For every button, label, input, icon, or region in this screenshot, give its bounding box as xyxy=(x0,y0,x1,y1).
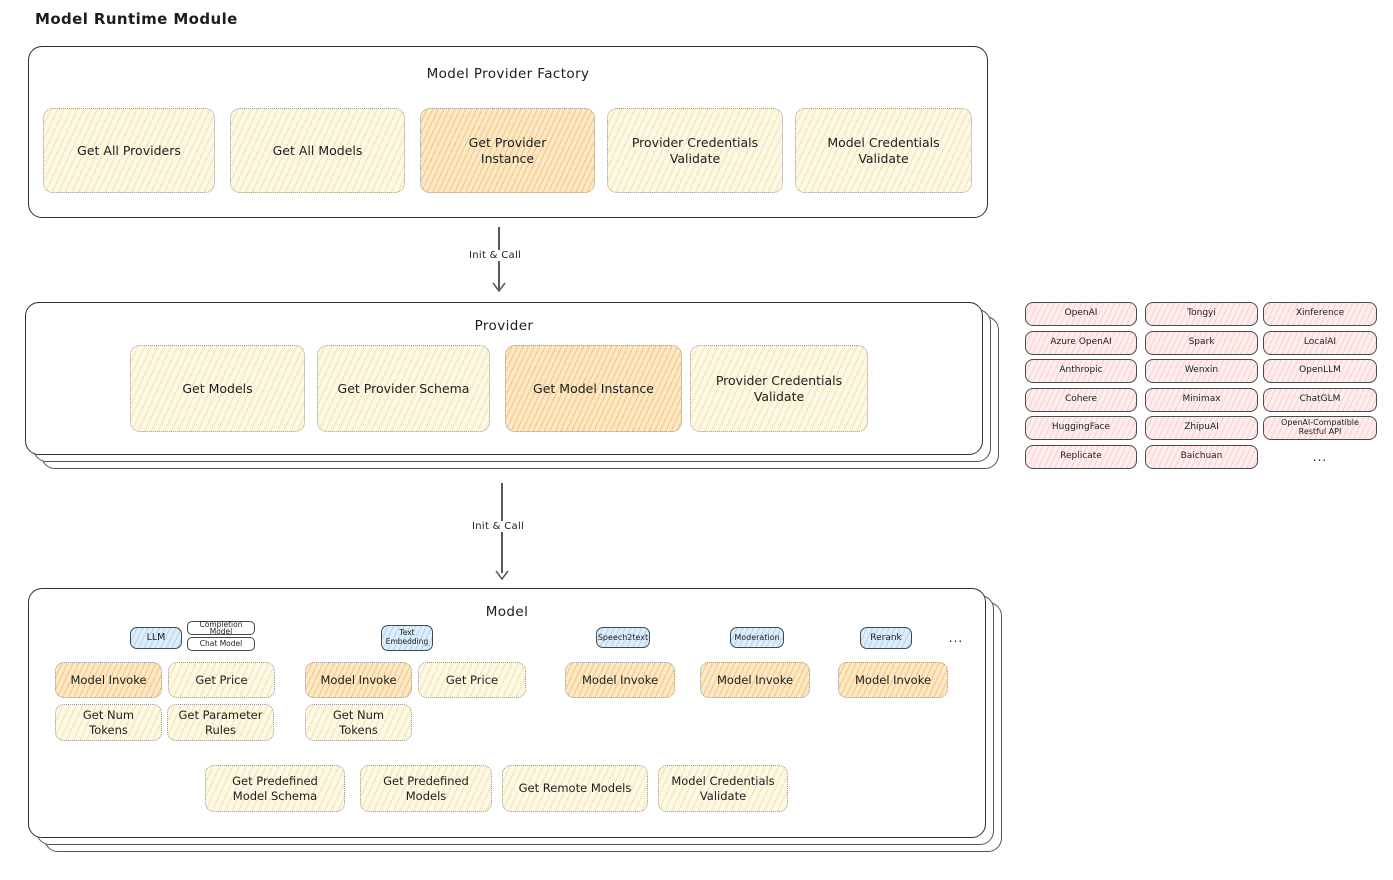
provider-chip-openai: OpenAI xyxy=(1025,302,1137,326)
model-type-tag-moderation: Moderation xyxy=(730,627,784,648)
model-op-llm-get-parameter-rules: Get Parameter Rules xyxy=(167,704,274,741)
provider-box-get-provider-schema: Get Provider Schema xyxy=(317,345,490,432)
model-op-moderation-model-invoke: Model Invoke xyxy=(700,662,810,698)
model-op-rerank-model-invoke: Model Invoke xyxy=(838,662,948,698)
provider-chip-minimax: Minimax xyxy=(1145,388,1258,412)
model-type-tag-completion-model: Completion Model xyxy=(187,620,255,635)
provider-chip-xinference: Xinference xyxy=(1263,302,1377,326)
provider-chip-openllm: OpenLLM xyxy=(1263,359,1377,383)
model-op-get-predefined-model-schema: Get Predefined Model Schema xyxy=(205,765,345,812)
provider-chip-localai: LocalAI xyxy=(1263,331,1377,355)
init-call-label-1: Init & Call xyxy=(465,250,526,261)
model-type-tag-llm: LLM xyxy=(130,627,182,649)
factory-box-get-all-providers: Get All Providers xyxy=(43,108,215,193)
provider-box-get-models: Get Models xyxy=(130,345,305,432)
provider-chip-wenxin: Wenxin xyxy=(1145,359,1258,383)
init-call-arrow-1-head xyxy=(492,282,506,292)
model-op-llm-get-price: Get Price xyxy=(168,662,275,698)
provider-chip-baichuan: Baichuan xyxy=(1145,445,1258,469)
factory-box-model-credentials-validate: Model Credentials Validate xyxy=(795,108,972,193)
provider-chip-tongyi: Tongyi xyxy=(1145,302,1258,326)
model-op-model-credentials-validate: Model Credentials Validate xyxy=(658,765,788,812)
provider-title: Provider xyxy=(474,318,534,334)
provider-chip-huggingface: HuggingFace xyxy=(1025,416,1137,440)
model-type-tag-speech2text: Speech2text xyxy=(596,627,650,648)
init-call-arrow-2-head xyxy=(495,570,509,580)
provider-chip-replicate: Replicate xyxy=(1025,445,1137,469)
init-call-label-2: Init & Call xyxy=(468,521,529,532)
provider-chip-anthropic: Anthropic xyxy=(1025,359,1137,383)
model-type-tag-chat-model: Chat Model xyxy=(187,637,255,651)
factory-title: Model Provider Factory xyxy=(426,66,590,82)
model-op-embedding-get-price: Get Price xyxy=(418,662,526,698)
model-op-get-predefined-models: Get Predefined Models xyxy=(360,765,492,812)
page-title: Model Runtime Module xyxy=(35,10,238,28)
model-op-embedding-get-num-tokens: Get Num Tokens xyxy=(305,704,412,741)
model-op-speech2text-model-invoke: Model Invoke xyxy=(565,662,675,698)
model-type-tag-rerank: Rerank xyxy=(860,627,912,649)
provider-chip-zhipuai: ZhipuAI xyxy=(1145,416,1258,440)
factory-box-get-provider-instance: Get Provider Instance xyxy=(420,108,595,193)
provider-chip-spark: Spark xyxy=(1145,331,1258,355)
provider-chip-cohere: Cohere xyxy=(1025,388,1137,412)
model-op-llm-get-num-tokens: Get Num Tokens xyxy=(55,704,162,741)
provider-chip-chatglm: ChatGLM xyxy=(1263,388,1377,412)
more-model-types-ellipsis: ... xyxy=(948,631,964,645)
model-op-get-remote-models: Get Remote Models xyxy=(502,765,648,812)
model-title: Model xyxy=(485,604,529,620)
model-op-llm-model-invoke: Model Invoke xyxy=(55,662,162,698)
model-op-embedding-model-invoke: Model Invoke xyxy=(305,662,412,698)
factory-box-get-all-models: Get All Models xyxy=(230,108,405,193)
factory-box-provider-credentials-validate: Provider Credentials Validate xyxy=(607,108,783,193)
provider-box-get-model-instance: Get Model Instance xyxy=(505,345,682,432)
provider-chip-openai-compatible: OpenAI-Compatible Restful API xyxy=(1263,416,1377,440)
model-type-tag-text-embedding: Text Embedding xyxy=(381,625,433,651)
more-providers-ellipsis: ... xyxy=(1312,450,1328,464)
provider-chip-azure-openai: Azure OpenAI xyxy=(1025,331,1137,355)
provider-box-provider-credentials-validate: Provider Credentials Validate xyxy=(690,345,868,432)
